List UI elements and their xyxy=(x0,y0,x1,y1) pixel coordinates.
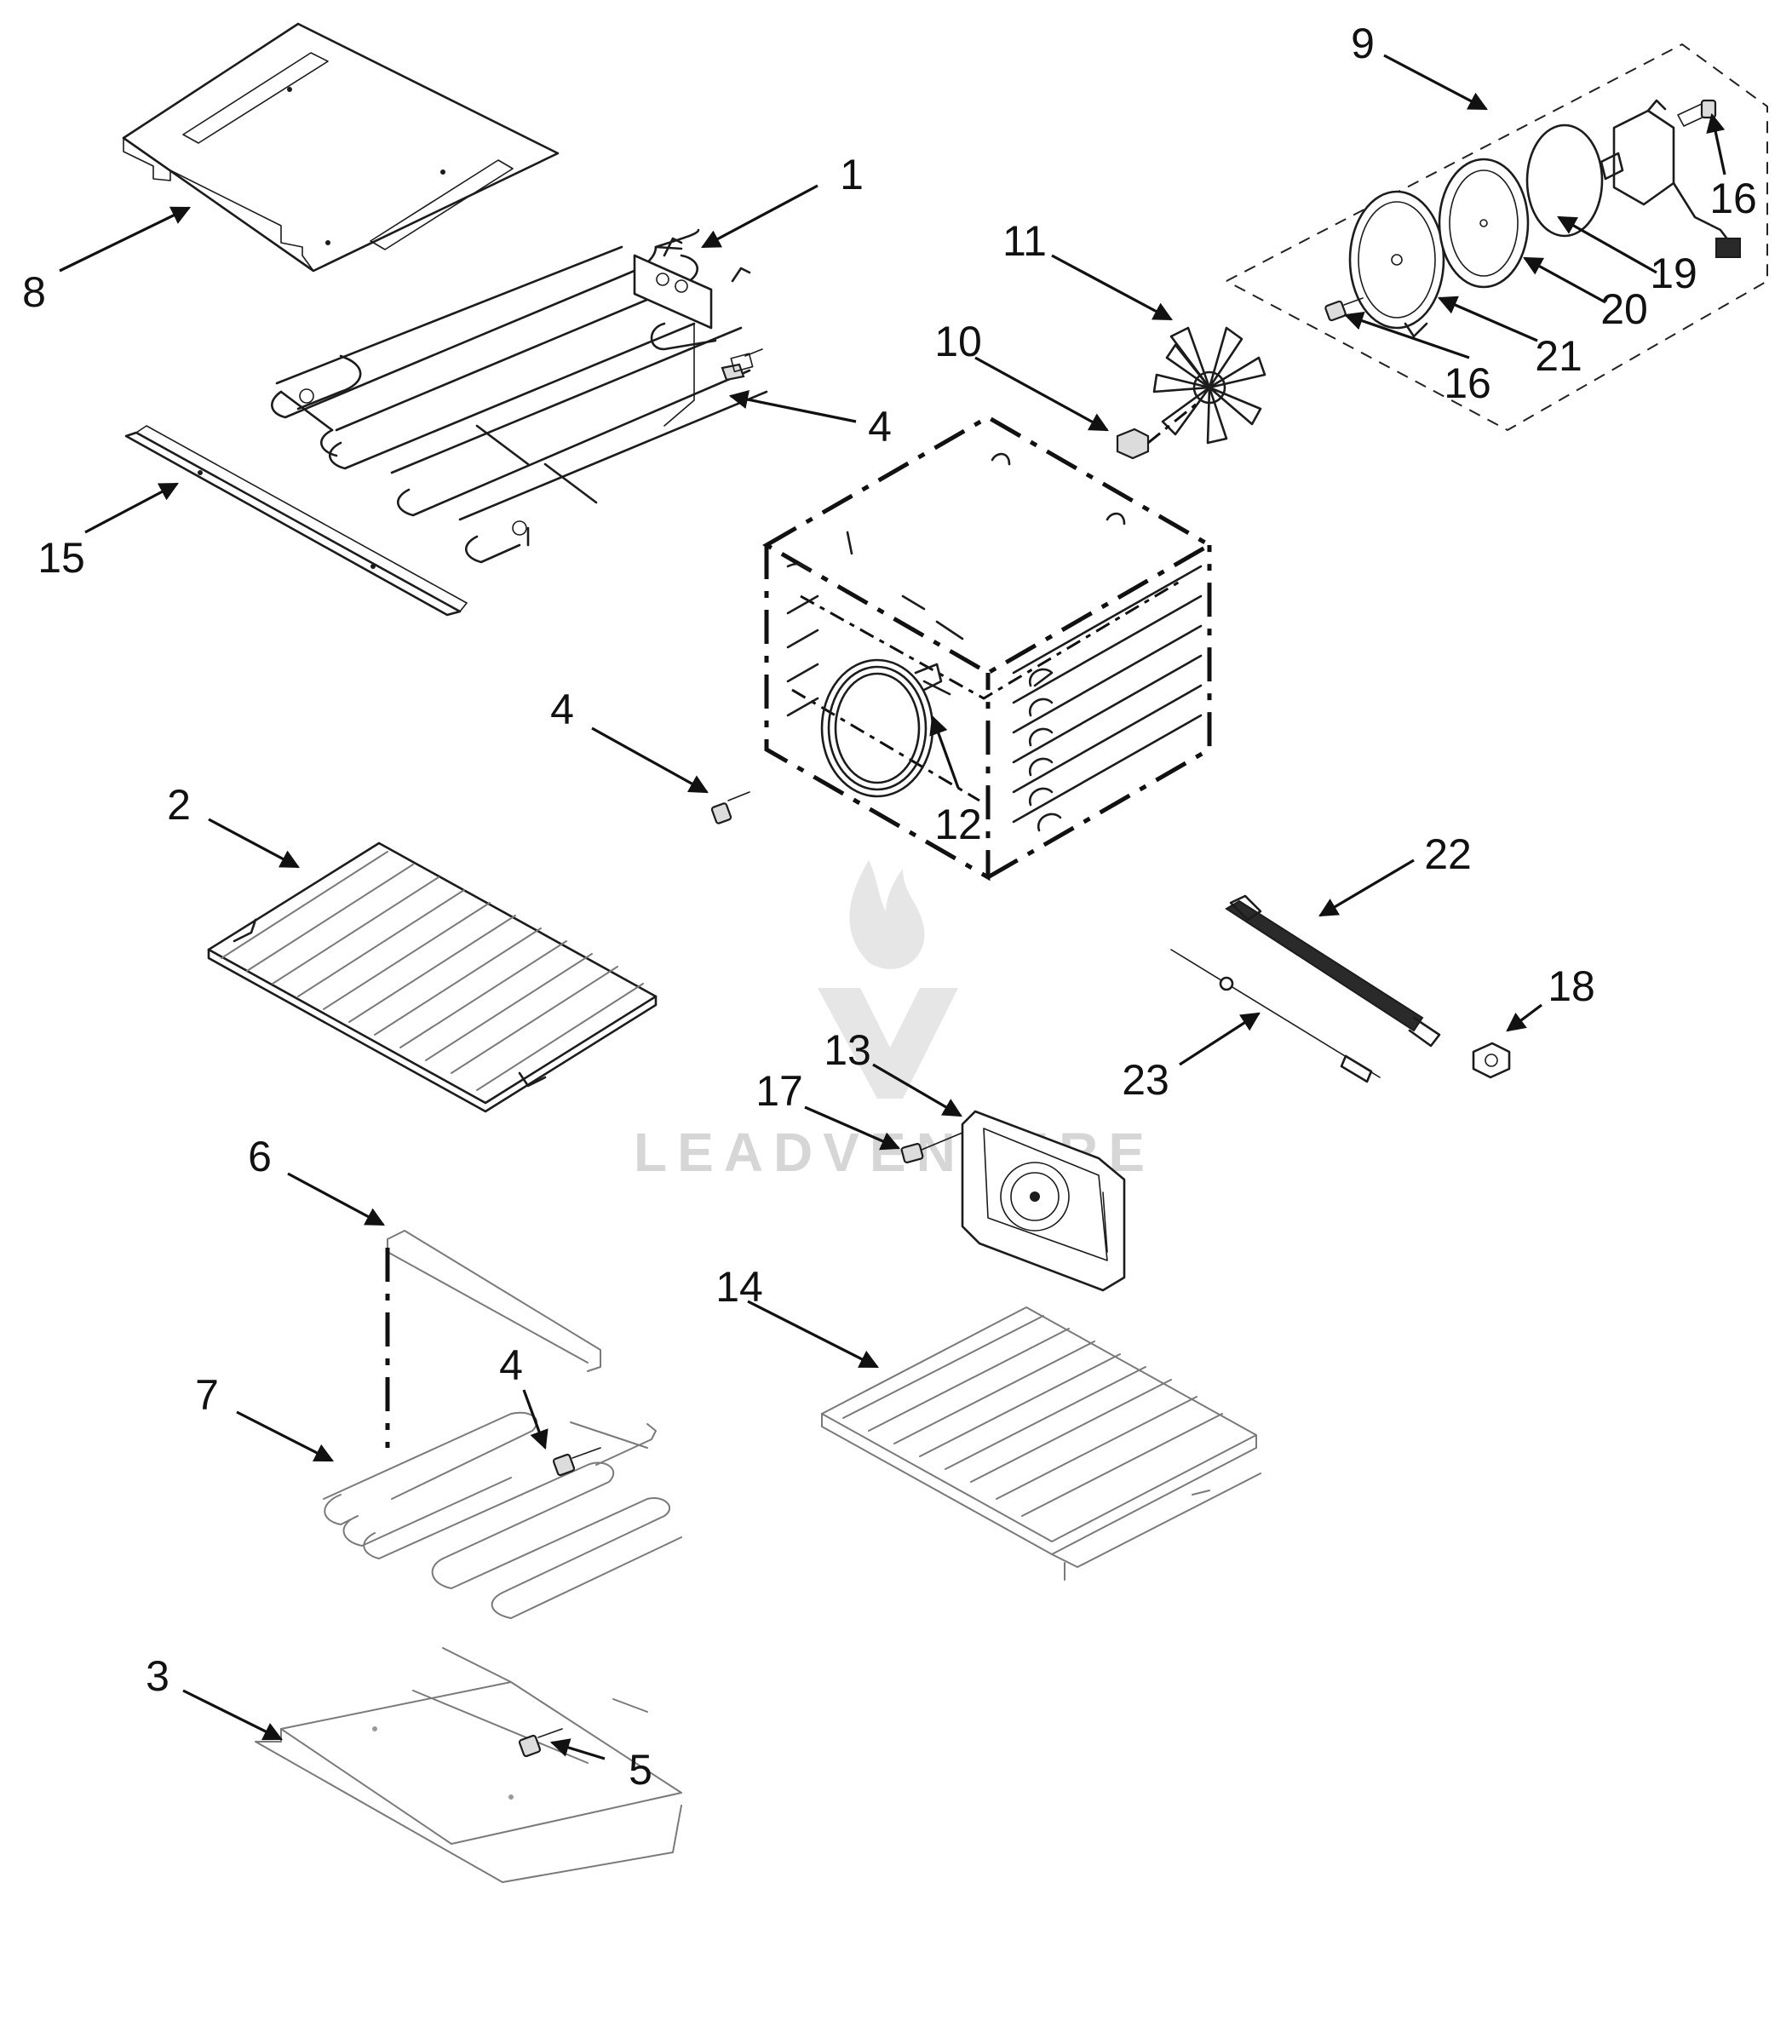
callout-11: 11 xyxy=(1002,217,1047,265)
part-6-bake-cover-bar[interactable] xyxy=(387,1230,601,1372)
screw-part-4-lower[interactable] xyxy=(552,1447,601,1477)
callout-4-lower: 4 xyxy=(499,1341,523,1389)
watermark: LEADVENTURE xyxy=(634,860,1145,1183)
callout-9: 9 xyxy=(1351,20,1375,67)
callout-8: 8 xyxy=(22,268,46,316)
part-11-fan-blade[interactable] xyxy=(1152,326,1266,445)
part-7-bake-element[interactable] xyxy=(323,1411,682,1619)
callout-10: 10 xyxy=(934,318,982,365)
screw-part-4-top[interactable] xyxy=(721,348,763,382)
part-23-probe-wire[interactable] xyxy=(1170,949,1381,1083)
leader-lines xyxy=(59,54,1726,1760)
part-22-temperature-sensor[interactable] xyxy=(1225,894,1441,1048)
callout-20: 20 xyxy=(1600,285,1648,333)
callout-5: 5 xyxy=(629,1746,652,1794)
part-20-fan-insulation[interactable] xyxy=(1438,158,1530,289)
convection-fan-motor[interactable] xyxy=(1600,99,1741,258)
callout-15: 15 xyxy=(37,534,85,582)
part-3-bottom-panel[interactable] xyxy=(255,1647,682,1883)
group-9-fan-motor-assembly[interactable] xyxy=(1226,43,1768,432)
callout-4-top: 4 xyxy=(868,403,892,451)
callout-3: 3 xyxy=(146,1652,169,1700)
callout-19: 19 xyxy=(1650,250,1697,297)
callout-23: 23 xyxy=(1122,1056,1169,1104)
part-19-motor-mount-disc[interactable] xyxy=(1525,123,1604,238)
part-21-fan-back-plate[interactable] xyxy=(1348,190,1445,338)
screw-part-16-bottom[interactable] xyxy=(1324,297,1364,322)
part-8-top-panel[interactable] xyxy=(122,22,560,273)
part-1-broil-element[interactable] xyxy=(271,228,768,564)
callout-2: 2 xyxy=(167,781,191,829)
callout-7: 7 xyxy=(195,1371,219,1419)
callout-13: 13 xyxy=(824,1026,871,1074)
callout-4-mid: 4 xyxy=(550,686,574,733)
callout-22: 22 xyxy=(1424,830,1472,878)
callout-16-left: 16 xyxy=(1444,359,1491,407)
callout-6: 6 xyxy=(248,1133,272,1180)
part-10-fan-nut[interactable] xyxy=(1116,399,1202,460)
callout-18: 18 xyxy=(1548,962,1595,1010)
part-14-slide-rack[interactable] xyxy=(821,1306,1261,1581)
part-15-support-bar[interactable] xyxy=(124,425,468,617)
callout-1: 1 xyxy=(840,151,864,198)
screw-part-4-mid[interactable] xyxy=(710,791,750,824)
oven-cavity-phantom xyxy=(761,415,1215,881)
screw-part-17[interactable] xyxy=(900,1132,963,1163)
part-18-hex-nut[interactable] xyxy=(1472,1042,1511,1079)
screw-part-5[interactable] xyxy=(518,1728,563,1758)
callout-16-right: 16 xyxy=(1709,175,1757,222)
part-12-convection-element[interactable] xyxy=(820,658,951,798)
callout-17: 17 xyxy=(755,1067,803,1115)
part-13-fan-cover[interactable] xyxy=(961,1110,1126,1292)
callout-14: 14 xyxy=(715,1263,763,1311)
callout-labels: 1 2 3 4 4 4 5 6 7 8 9 10 11 12 13 14 15 … xyxy=(22,20,1757,1794)
screw-part-16-top[interactable] xyxy=(1677,99,1717,127)
part-2-oven-rack[interactable] xyxy=(207,841,658,1113)
callout-12: 12 xyxy=(934,801,982,848)
callout-21: 21 xyxy=(1535,332,1582,380)
